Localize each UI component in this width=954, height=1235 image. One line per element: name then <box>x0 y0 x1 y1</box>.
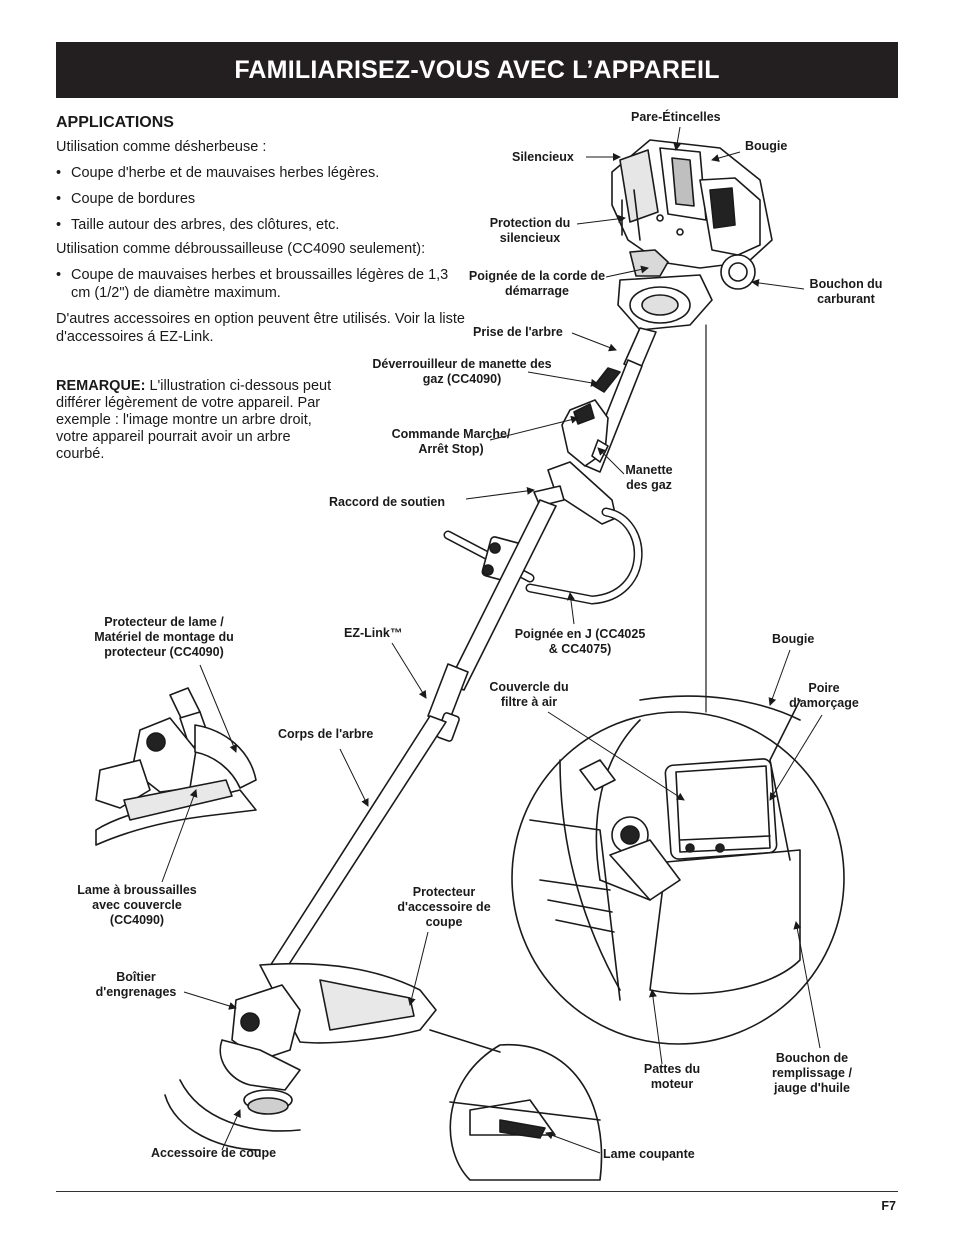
note-label: REMARQUE: <box>56 378 146 394</box>
list-item: Coupe de bordures <box>56 190 476 208</box>
label-starter-handle: Poignée de la corde de démarrage <box>468 269 606 298</box>
page-title-banner: FAMILIARISEZ-VOUS AVEC L’APPAREIL <box>56 42 898 98</box>
accessories-text: D'autres accessoires en option peuvent ê… <box>56 310 465 345</box>
note-paragraph: REMARQUE: L'illustration ci-dessous peut… <box>56 378 336 463</box>
label-support-coupler: Raccord de soutien <box>329 495 445 509</box>
trimmer-intro: Utilisation comme désherbeuse : <box>56 139 267 155</box>
label-on-off-control: Commande Marche/ Arrêt Stop) <box>391 427 511 456</box>
label-fuel-cap: Bouchon du carburant <box>809 277 883 306</box>
label-oil-fill-cap: Bouchon de remplissage / jauge d'huile <box>772 1051 852 1095</box>
label-attachment-shield: Protecteur d'accessoire de coupe <box>397 885 491 929</box>
engine-drawing <box>611 139 773 331</box>
label-shaft-housing: Corps de l'arbre <box>278 727 374 741</box>
label-engine-feet: Pattes du moteur <box>643 1062 701 1091</box>
engine-detail-drawing <box>511 324 845 1045</box>
label-gear-box: Boîtier d'engrenages <box>95 970 177 999</box>
label-shaft-grip: Prise de l'arbre <box>473 325 563 339</box>
page-title: FAMILIARISEZ-VOUS AVEC L’APPAREIL <box>234 55 720 84</box>
label-muffler: Silencieux <box>512 150 574 164</box>
label-muffler-guard: Protection du silencieux <box>489 216 571 245</box>
cutting-head-drawing <box>164 962 437 1151</box>
label-spark-plug: Bougie <box>745 139 788 153</box>
label-cutting-blade: Lame coupante <box>603 1147 695 1161</box>
note-text: L'illustration ci-dessous peut différer … <box>56 378 332 462</box>
label-j-handle: Poignée en J (CC4025 & CC4075) <box>514 627 646 656</box>
label-primer-bulb: Poire d'amorçage <box>789 681 859 710</box>
page-number: F7 <box>881 1199 896 1213</box>
trimmer-uses-list: Coupe d'herbe et de mauvaises herbes lég… <box>56 164 476 235</box>
label-brush-blade: Lame à broussailles avec couvercle (CC40… <box>77 883 197 927</box>
list-item: Coupe de mauvaises herbes et broussaille… <box>56 266 451 302</box>
label-spark-arrestor: Pare-Étincelles <box>631 110 721 124</box>
label-air-filter-cover: Couvercle du filtre à air <box>489 680 569 709</box>
label-blade-guard: Protecteur de lame / Matériel de montage… <box>94 615 234 659</box>
list-item: Taille autour des arbres, des clôtures, … <box>56 216 476 234</box>
list-item: Coupe d'herbe et de mauvaises herbes lég… <box>56 164 476 182</box>
label-spark-plug-detail: Bougie <box>772 632 815 646</box>
label-throttle-lockout: Déverrouilleur de manette des gaz (CC409… <box>372 357 552 386</box>
label-ez-link: EZ-Link™ <box>344 626 403 640</box>
label-throttle: Manette des gaz <box>625 463 673 492</box>
footer-divider <box>56 1191 898 1192</box>
brush-blade-drawing <box>95 687 257 846</box>
brushcutter-intro: Utilisation comme débroussailleuse (CC40… <box>56 240 426 257</box>
cutting-blade-detail-drawing <box>429 1029 603 1181</box>
label-cutting-attachment: Accessoire de coupe <box>151 1146 277 1160</box>
applications-heading: APPLICATIONS <box>56 114 174 131</box>
shaft-drawing <box>269 499 557 973</box>
brushcutter-uses-list: Coupe de mauvaises herbes et broussaille… <box>56 266 476 302</box>
applications-section: APPLICATIONS Utilisation comme désherbeu… <box>56 113 476 354</box>
